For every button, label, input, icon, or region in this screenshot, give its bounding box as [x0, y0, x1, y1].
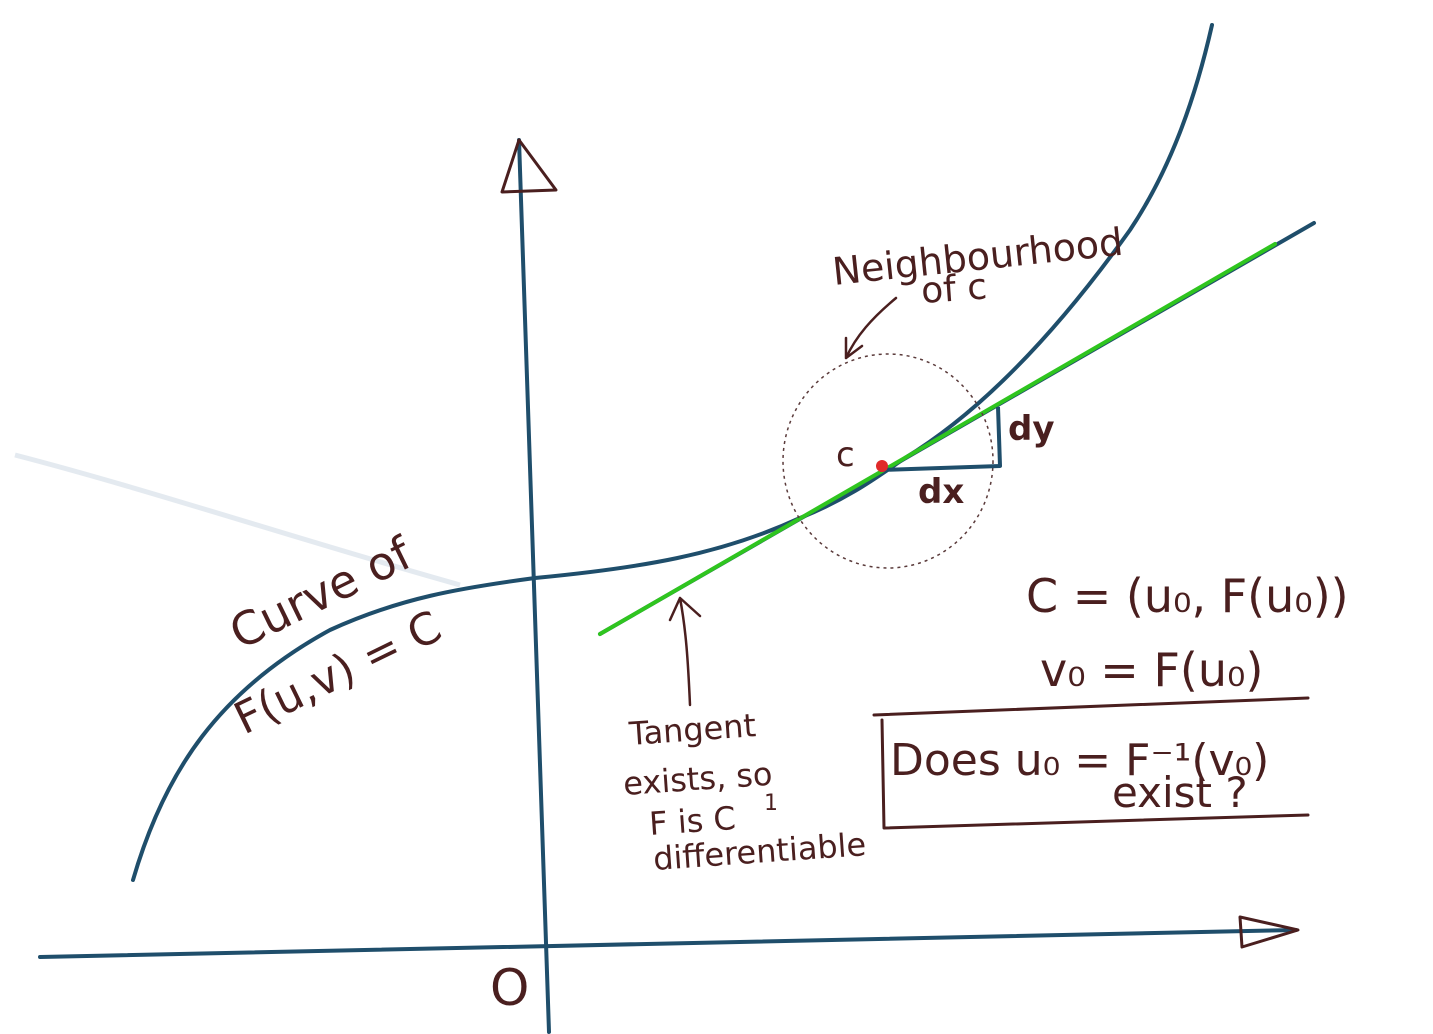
tangent-arrow-icon — [668, 596, 702, 707]
equation-c: C = (u₀, F(u₀)) — [1026, 569, 1349, 623]
tangent-label-line3-sup: 1 — [764, 791, 778, 816]
tangent-label-line1: Tangent — [627, 706, 757, 753]
dx-dy-triangle — [879, 406, 1002, 472]
x-axis — [38, 928, 1298, 959]
neighbourhood-circle — [782, 353, 994, 569]
faint-stroke — [14, 452, 461, 588]
dy-label: dy — [1008, 409, 1055, 449]
question-line2: exist ? — [1112, 768, 1248, 817]
equation-v0: v₀ = F(u₀) — [1040, 643, 1263, 697]
tangent-line-highlight — [598, 242, 1277, 636]
curve-f — [131, 23, 1214, 882]
point-c — [876, 460, 888, 472]
x-axis-arrowhead-icon — [1238, 915, 1300, 949]
point-c-label: c — [836, 435, 855, 475]
origin-label: O — [490, 959, 529, 1017]
neighbourhood-of-label: of c — [920, 266, 989, 311]
question-line1: Does u₀ = F⁻¹(v₀) — [890, 735, 1269, 786]
y-axis — [517, 138, 551, 1034]
tangent-label-line2: exists, so — [622, 755, 774, 803]
question-box — [872, 696, 1310, 830]
tangent-label-line3: F is C — [648, 799, 737, 843]
neighbourhood-arrow-icon — [844, 296, 898, 360]
y-axis-arrowhead-icon — [500, 138, 558, 194]
dx-label: dx — [918, 472, 964, 512]
